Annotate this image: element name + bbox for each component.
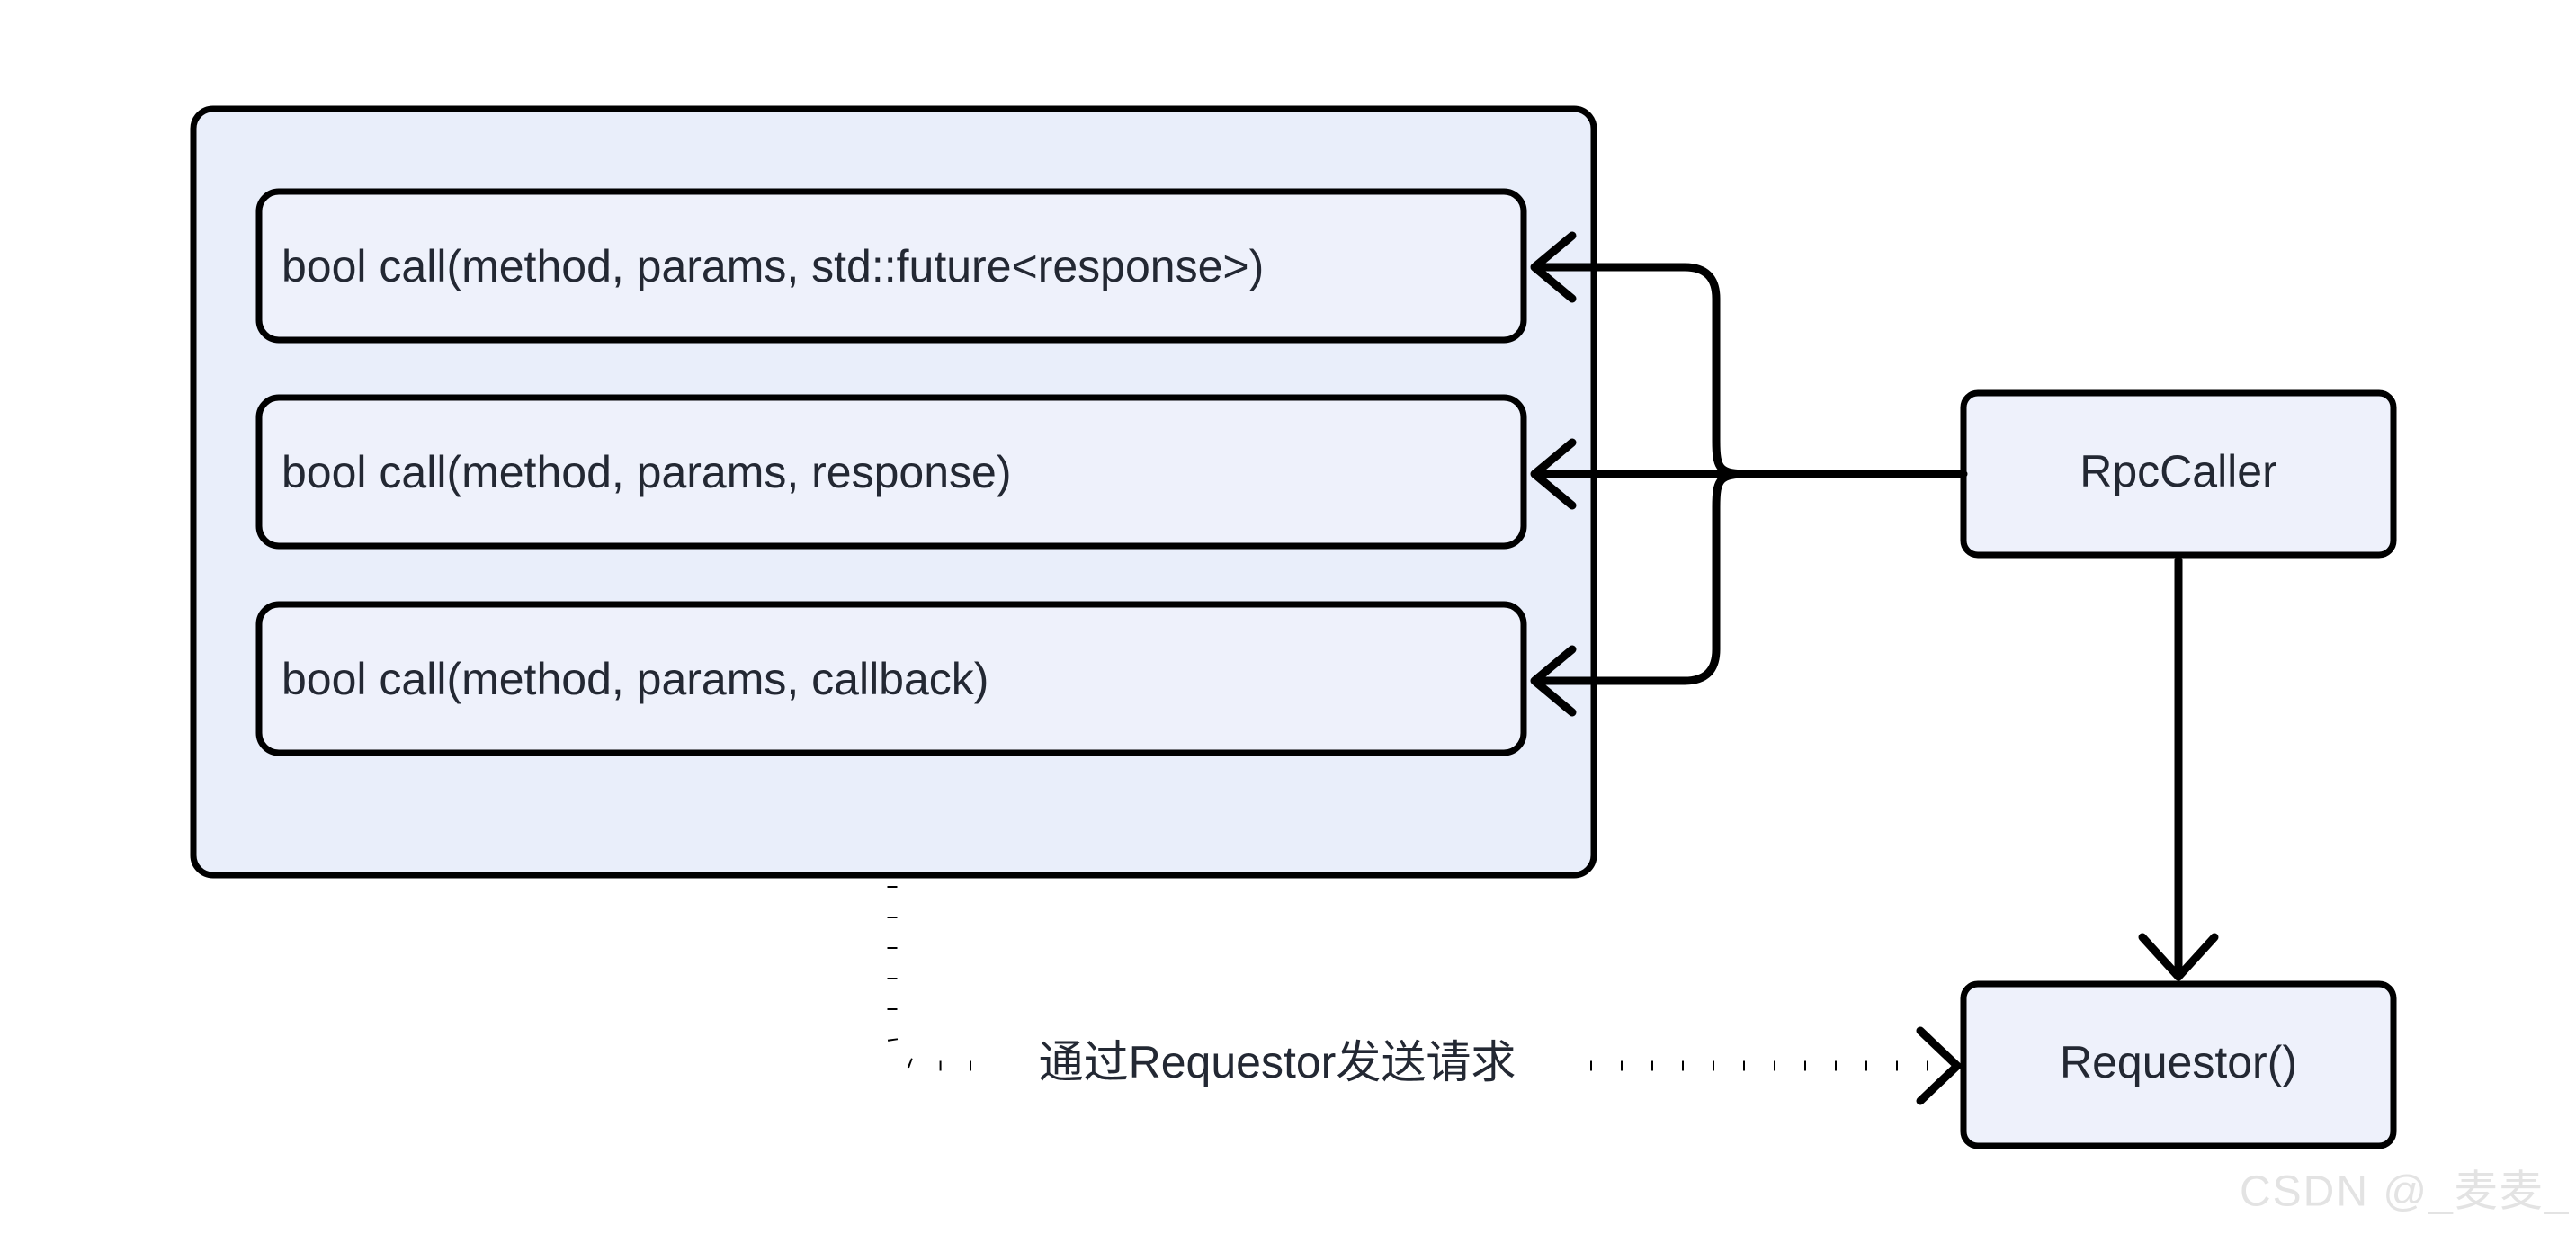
arrowhead-to-method-response [1530,438,1577,510]
arrowhead-to-requestor-dotted [1916,1026,1962,1105]
arrowhead-to-method-future [1530,231,1577,303]
node-requestor[interactable]: Requestor() [1960,980,2397,1149]
node-requestor-label: Requestor() [2060,1037,2297,1087]
edge-rpccaller-to-requestor [2138,556,2219,981]
method-box-callback[interactable]: bool call(method, params, callback) [255,601,1527,756]
edge-methods-to-requestor-label: 通过Requestor发送请求 [1039,1037,1516,1087]
method-box-future[interactable]: bool call(method, params, std::future<re… [255,188,1527,344]
node-requestor-shape [1960,980,2397,1149]
method-box-response-shape [255,394,1527,550]
node-rpc-caller[interactable]: RpcCaller [1960,389,2397,559]
method-box-future-label: bool call(method, params, std::future<re… [282,241,1264,291]
watermark: CSDN @_麦麦_ [2240,1168,2570,1216]
edge-rpccaller-to-methods [1530,231,1968,717]
arrowhead-to-requestor-vertical [2138,933,2219,981]
edge-dotted-left-segment [887,886,971,1071]
method-box-callback-label: bool call(method, params, callback) [282,654,988,704]
method-box-response-label: bool call(method, params, response) [282,447,1012,497]
edge-branch-bottom [1535,470,1753,685]
edge-methods-to-requestor: 通过Requestor发送请求 [887,886,1962,1105]
method-box-future-shape [255,188,1527,344]
node-rpc-caller-label: RpcCaller [2080,446,2277,496]
method-box-response[interactable]: bool call(method, params, response) [255,394,1527,550]
arrowhead-to-method-callback [1530,645,1577,717]
method-box-callback-shape [255,601,1527,756]
watermark-label: CSDN @_麦麦_ [2240,1168,2570,1216]
